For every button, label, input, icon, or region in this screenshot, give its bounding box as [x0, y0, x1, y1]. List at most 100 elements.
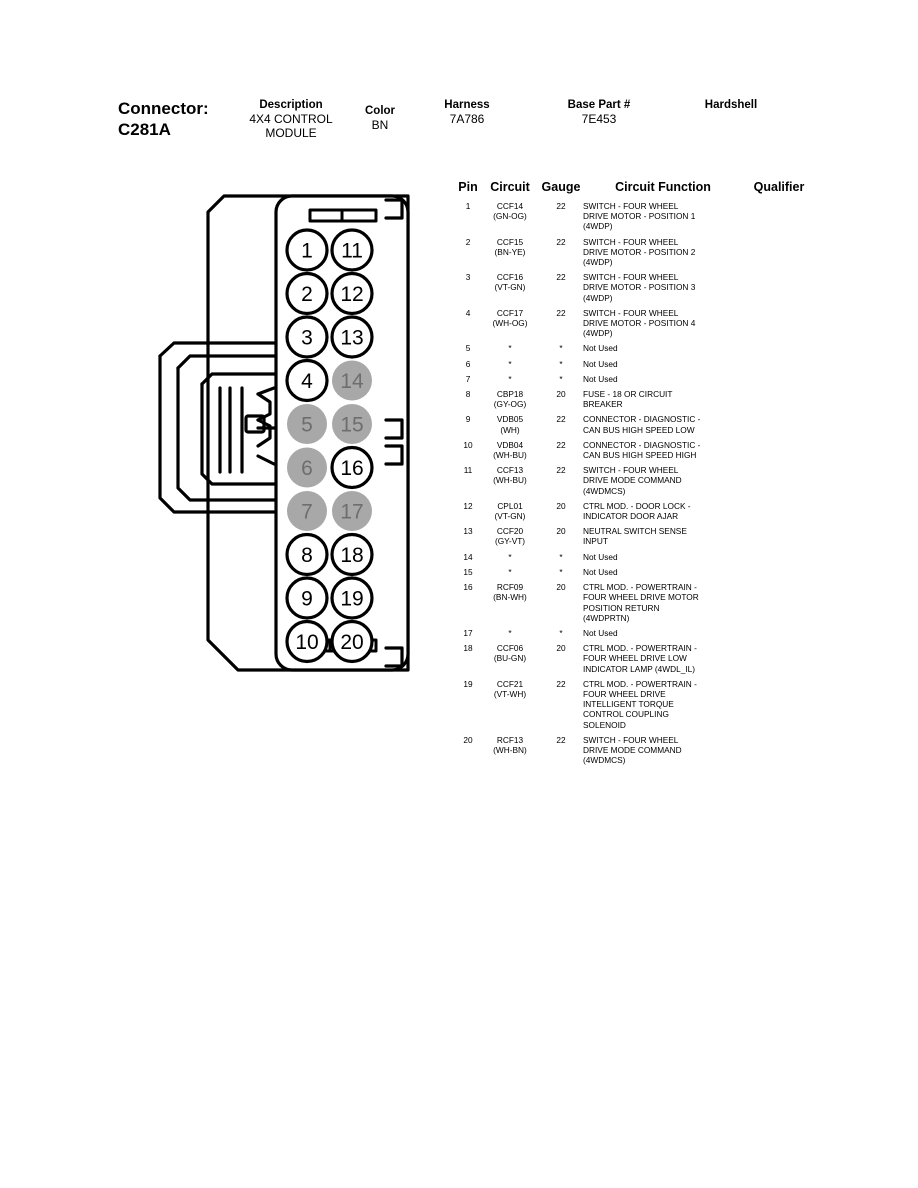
circuit-code: * — [508, 373, 512, 384]
cell-pin: 5 — [465, 343, 471, 354]
connector-label: Connector: — [118, 99, 209, 118]
cell-circuit-function: Not Used — [583, 359, 743, 374]
function-line: (4WDMCS) — [583, 755, 626, 766]
function-line: (4WDP) — [583, 292, 613, 303]
cell-circuit-function: Not Used — [583, 343, 743, 358]
function-line: SOLENOID — [583, 719, 626, 730]
cell-circuit: CCF21(VT-WH) — [481, 679, 539, 735]
cell-circuit: * — [481, 552, 539, 567]
cell-gauge: 22 — [556, 201, 566, 211]
cell-gauge: * — [559, 343, 563, 354]
pin-number-20: 20 — [340, 631, 363, 654]
cell-circuit-function: CTRL MOD. - POWERTRAIN -FOUR WHEEL DRIVE… — [583, 679, 743, 735]
circuit-wire-color: (VT-GN) — [494, 511, 526, 522]
pin-cavity-18 — [330, 532, 374, 577]
pin-assignment-table: Pin Circuit Gauge Circuit Function Quali… — [455, 180, 815, 770]
pin-number-19: 19 — [340, 588, 363, 611]
pin-cavity-20 — [330, 619, 374, 664]
cell-gauge: * — [559, 627, 563, 638]
cell-pin: 8 — [465, 389, 471, 400]
cell-circuit: * — [481, 343, 539, 358]
function-line: FOUR WHEEL DRIVE — [583, 688, 666, 699]
cell-qualifier — [743, 679, 815, 735]
cell-circuit: RCF09(BN-WH) — [481, 582, 539, 628]
color-label: Color — [364, 105, 396, 117]
cell-gauge: 20 — [556, 643, 566, 654]
pin-number-3: 3 — [301, 327, 313, 350]
pin-number-7: 7 — [301, 501, 313, 524]
cell-pin: 2 — [465, 236, 471, 247]
cell-pin: 11 — [463, 465, 473, 476]
cell-qualifier — [743, 201, 815, 237]
connector-id-value: C281A — [118, 120, 171, 139]
pin-cavity-16 — [330, 445, 374, 490]
pin-cavity-5 — [287, 404, 327, 444]
function-line: CONNECTOR - DIAGNOSTIC - — [583, 414, 701, 425]
pin-number-5: 5 — [301, 414, 313, 437]
circuit-wire-color: (WH-OG) — [492, 318, 528, 329]
cell-circuit-function: CTRL MOD. - DOOR LOCK -INDICATOR DOOR AJ… — [583, 501, 743, 526]
function-line: Not Used — [583, 566, 618, 577]
cell-circuit-function: Not Used — [583, 552, 743, 567]
table-header-row: Pin Circuit Gauge Circuit Function Quali… — [455, 180, 815, 201]
function-line: DRIVE MOTOR - POSITION 3 — [583, 282, 696, 293]
table-row: 6**Not Used — [455, 359, 815, 374]
color-block: Color BN — [348, 104, 412, 132]
cell-qualifier — [743, 389, 815, 414]
cell-pin: 10 — [463, 439, 473, 450]
latch-detent — [244, 414, 266, 434]
harness-value: 7A786 — [449, 112, 485, 126]
cell-circuit: CCF16(VT-GN) — [481, 272, 539, 308]
cell-gauge: 22 — [556, 272, 566, 283]
cell-qualifier — [743, 582, 815, 628]
cell-qualifier — [743, 643, 815, 679]
cell-circuit-function: CTRL MOD. - POWERTRAIN -FOUR WHEEL DRIVE… — [583, 582, 743, 628]
function-line: DRIVE MODE COMMAND — [583, 744, 682, 755]
tab-notch-top — [384, 198, 404, 220]
pin-cavity-10 — [285, 619, 329, 664]
cell-qualifier — [743, 374, 815, 389]
pin-number-10: 10 — [295, 631, 318, 654]
description-block: Description 4X4 CONTROL MODULE — [228, 98, 354, 140]
cell-circuit: CCF17(WH-OG) — [481, 308, 539, 344]
pin-cavity-11 — [330, 228, 374, 272]
function-line: (4WDP) — [583, 257, 613, 268]
circuit-code: * — [508, 551, 512, 562]
cell-circuit: * — [481, 359, 539, 374]
pin-cavity-17 — [332, 491, 372, 531]
function-line: NEUTRAL SWITCH SENSE — [583, 526, 687, 537]
cell-gauge: 22 — [556, 414, 566, 425]
cell-gauge: 22 — [556, 734, 566, 745]
cell-pin: 12 — [463, 500, 473, 511]
cell-qualifier — [743, 272, 815, 308]
cell-qualifier — [743, 552, 815, 567]
pin-cavity-2 — [285, 271, 329, 316]
cell-qualifier — [743, 359, 815, 374]
cell-qualifier — [743, 526, 815, 551]
function-line: DRIVE MOTOR - POSITION 4 — [583, 318, 696, 329]
cell-circuit: VDB04(WH-BU) — [481, 440, 539, 465]
cell-circuit: RCF13(WH-BN) — [481, 735, 539, 771]
cell-circuit-function: CONNECTOR - DIAGNOSTIC -CAN BUS HIGH SPE… — [583, 440, 743, 465]
circuit-code: * — [508, 343, 512, 354]
cell-gauge: * — [559, 373, 563, 384]
circuit-wire-color: (BN-YE) — [494, 246, 526, 257]
cell-circuit-function: Not Used — [583, 628, 743, 643]
circuit-wire-color: (BU-GN) — [493, 653, 527, 664]
circuit-code: RCF13 — [496, 734, 524, 745]
circuit-code: CCF17 — [496, 307, 524, 318]
pin-cavity-4 — [285, 358, 329, 403]
cell-qualifier — [743, 567, 815, 582]
pin-number-9: 9 — [301, 588, 313, 611]
circuit-code: RCF09 — [496, 582, 524, 593]
pin-table-element: Pin Circuit Gauge Circuit Function Quali… — [455, 180, 815, 770]
hardshell-label: Hardshell — [704, 99, 758, 111]
pin-number-15: 15 — [340, 414, 363, 437]
cell-gauge: 22 — [556, 465, 566, 476]
